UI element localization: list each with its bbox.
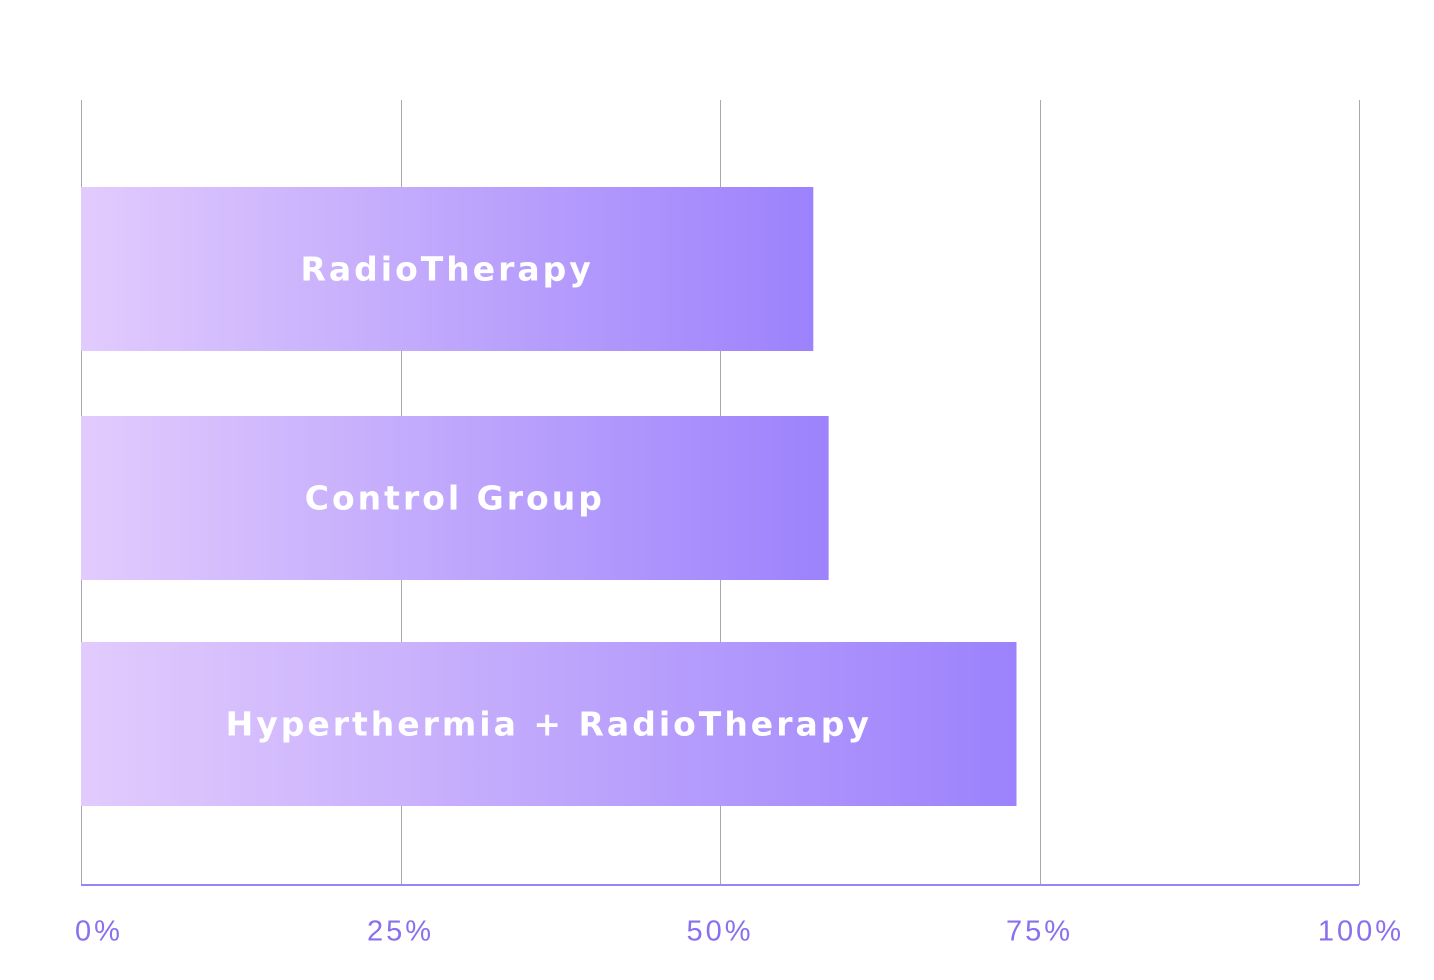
x-tick-label: 100% xyxy=(1318,916,1404,948)
bar-control-group xyxy=(81,416,829,580)
x-tick-label: 50% xyxy=(686,916,753,948)
bar-label-radiotherapy: RadioTherapy xyxy=(300,250,593,289)
x-tick-label: 25% xyxy=(367,916,434,948)
bar-radiotherapy xyxy=(81,187,814,351)
bar-label-hyperthermia-radiotherapy: Hyperthermia + RadioTherapy xyxy=(226,705,872,744)
bar-label-control-group: Control Group xyxy=(305,479,605,518)
bar-hyperthermia-radiotherapy xyxy=(81,642,1017,806)
x-tick-label: 0% xyxy=(75,916,123,948)
x-axis: 0% 25% 50% 75% 100% xyxy=(75,884,1404,948)
x-tick-label: 75% xyxy=(1006,916,1073,948)
